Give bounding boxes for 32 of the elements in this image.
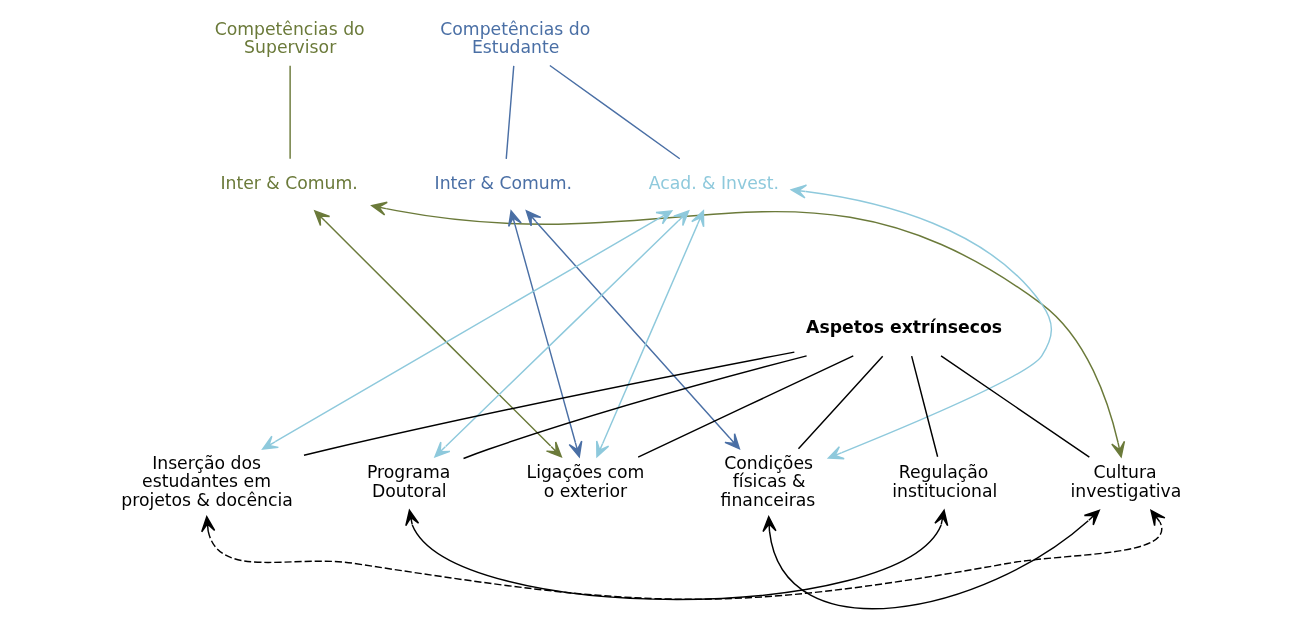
arrow	[761, 509, 1100, 610]
connector	[288, 65, 291, 160]
arrow	[595, 210, 704, 458]
node-text: Inter & Comum.	[219, 173, 358, 194]
arrow	[507, 210, 582, 458]
node-text: Inter & Comum.	[434, 173, 572, 194]
arrow	[525, 210, 740, 450]
arrow	[790, 184, 1052, 460]
connector	[548, 64, 680, 160]
node-text: Regulação institucional	[891, 462, 997, 501]
connector	[797, 355, 883, 450]
node-text: Competências do Supervisor	[214, 18, 365, 58]
node-text: Cultura investigativa	[1070, 462, 1181, 501]
connector	[636, 355, 854, 458]
arrow	[370, 201, 1125, 458]
connector	[302, 351, 795, 457]
node-text: Ligações com o exterior	[526, 462, 644, 501]
arrow	[313, 210, 562, 458]
arrow	[261, 210, 672, 450]
arrow	[404, 509, 948, 601]
node-text: Aspetos extrínsecos	[805, 316, 1002, 337]
node-text: Condições físicas & financeiras	[720, 452, 815, 511]
connector	[939, 355, 1090, 458]
node-text: Programa Doutoral	[366, 462, 450, 501]
connector	[910, 355, 938, 458]
node-text: Competências do Estudante	[439, 18, 590, 58]
arrow	[433, 210, 689, 458]
connector	[505, 65, 514, 160]
arrow	[200, 509, 1166, 600]
node-text: Acad. & Invest.	[648, 173, 779, 194]
connector	[462, 355, 807, 460]
node-text: Inserção dos estudantes em projetos & docência	[120, 452, 293, 511]
